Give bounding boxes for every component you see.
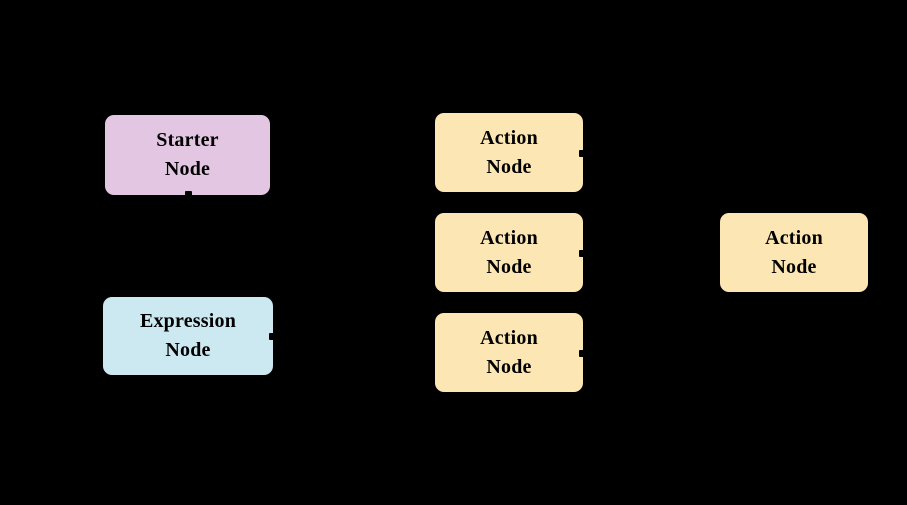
- edge-expression-to-action-3[interactable]: [272, 335, 436, 354]
- starter-node-label-line2: Node: [164, 158, 211, 180]
- action-node-4-label-line1: Action: [765, 226, 823, 249]
- action-node-1-label-line2: Node: [486, 155, 532, 178]
- edge-starter-to-expression[interactable]: [186, 194, 189, 298]
- starter-node-arrow-down-icon: [184, 191, 192, 198]
- action-node-2-label-line2: Node: [486, 255, 532, 278]
- edge-expression-to-action-1[interactable]: [272, 151, 436, 337]
- action-node-2-arrow-right-icon: [579, 249, 586, 257]
- edge-action-1-to-action-4[interactable]: [582, 151, 721, 254]
- action-node-3-arrow-right-icon: [579, 349, 586, 357]
- action-node-3-label-line1: Action: [480, 326, 538, 349]
- expression-node-arrow-right-icon: [269, 333, 276, 340]
- starter-node-label-line1: Starter: [156, 129, 219, 151]
- edge-expression-to-action-2[interactable]: [272, 251, 436, 337]
- action-node-1-label-line1: Action: [480, 126, 538, 149]
- action-node-1-arrow-right-icon: [579, 149, 586, 157]
- expression-node-label-line1: Expression: [139, 310, 237, 332]
- action-node-2-label-line1: Action: [480, 226, 538, 249]
- expression-node-label-line2: Node: [165, 339, 211, 361]
- action-node-4-label-line2: Node: [771, 255, 817, 278]
- edge-action-3-to-action-4[interactable]: [582, 251, 721, 354]
- action-node-3-label-line2: Node: [486, 355, 532, 378]
